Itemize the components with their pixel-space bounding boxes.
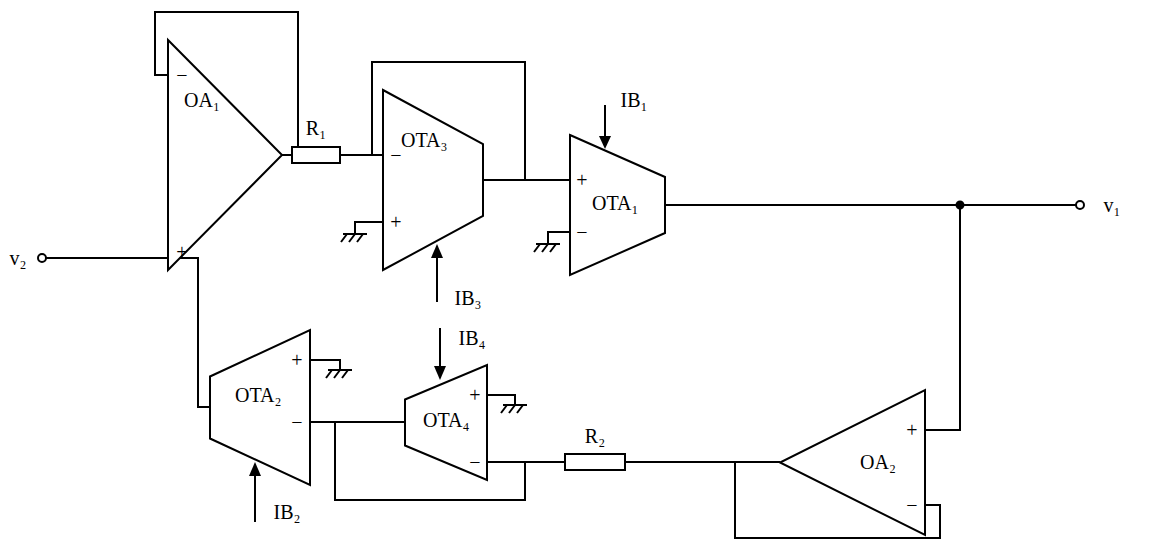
- ground-symbol: [341, 234, 367, 242]
- amplifier-outline: [570, 135, 665, 275]
- ota-symbol: OTA₃: [383, 90, 483, 270]
- amplifier-outline: [780, 390, 925, 535]
- amplifier-name: OTA₂: [235, 385, 281, 405]
- input-sign: −: [291, 412, 302, 432]
- resistor-symbol: [565, 454, 625, 470]
- amplifier-outline: [780, 390, 925, 535]
- amplifier-outline: [210, 330, 310, 485]
- amplifier-outline: [405, 365, 487, 480]
- ground-wire: [548, 232, 570, 244]
- output-terminal: [1076, 201, 1084, 209]
- bias-arrow: [599, 105, 611, 149]
- ota-symbol: OTA₁: [570, 135, 665, 275]
- amplifier-name: OTA₁: [592, 193, 638, 213]
- bias-current-label: IB₄: [459, 328, 486, 348]
- ground-symbol: [534, 244, 560, 252]
- resistor-symbol: [292, 147, 340, 163]
- input-sign: +: [291, 350, 302, 370]
- bias-arrow: [434, 328, 446, 380]
- signal-name: v₁: [1104, 195, 1121, 215]
- input-sign: +: [390, 212, 401, 232]
- ground-symbol: [501, 405, 527, 413]
- resistor-label: R₁: [306, 118, 326, 138]
- input-sign: −: [906, 495, 917, 515]
- input-sign: −: [576, 222, 587, 242]
- amplifier-outline: [168, 40, 282, 270]
- junction-dot: [957, 202, 964, 209]
- input-sign: −: [469, 452, 480, 472]
- bias-arrow: [431, 244, 443, 302]
- ground-wire: [355, 222, 383, 234]
- amplifier-name: OTA₄: [423, 410, 469, 430]
- ground-wire: [310, 360, 340, 370]
- amplifier-name: OA₂: [860, 452, 896, 472]
- ground-symbol: [326, 370, 352, 378]
- amplifier-outline: [383, 90, 483, 270]
- amplifier-outline: [383, 90, 483, 270]
- opamp-symbol: OA₂: [780, 390, 925, 535]
- bias-current-label: IB₁: [621, 90, 648, 110]
- signal-wire: [310, 421, 405, 423]
- input-sign: −: [176, 65, 187, 85]
- input-sign: +: [906, 420, 917, 440]
- amplifier-name: OTA₃: [401, 130, 447, 150]
- bias-current-label: IB₂: [274, 502, 301, 522]
- input-sign: +: [469, 385, 480, 405]
- input-terminal: [38, 254, 46, 262]
- bias-current-label: IB₃: [455, 288, 482, 308]
- resistor-label: R₂: [585, 426, 605, 446]
- input-sign: −: [390, 145, 401, 165]
- input-sign: +: [576, 170, 587, 190]
- signal-name: v₂: [10, 248, 27, 268]
- input-sign: +: [176, 242, 187, 262]
- signal-wire: [483, 179, 570, 181]
- ground-wire: [487, 395, 515, 405]
- signal-wire: [168, 258, 210, 407]
- amplifier-name: OA₁: [184, 90, 220, 110]
- output-wire: [960, 204, 1076, 206]
- bias-arrow: [249, 462, 261, 522]
- signal-wire: [487, 461, 780, 463]
